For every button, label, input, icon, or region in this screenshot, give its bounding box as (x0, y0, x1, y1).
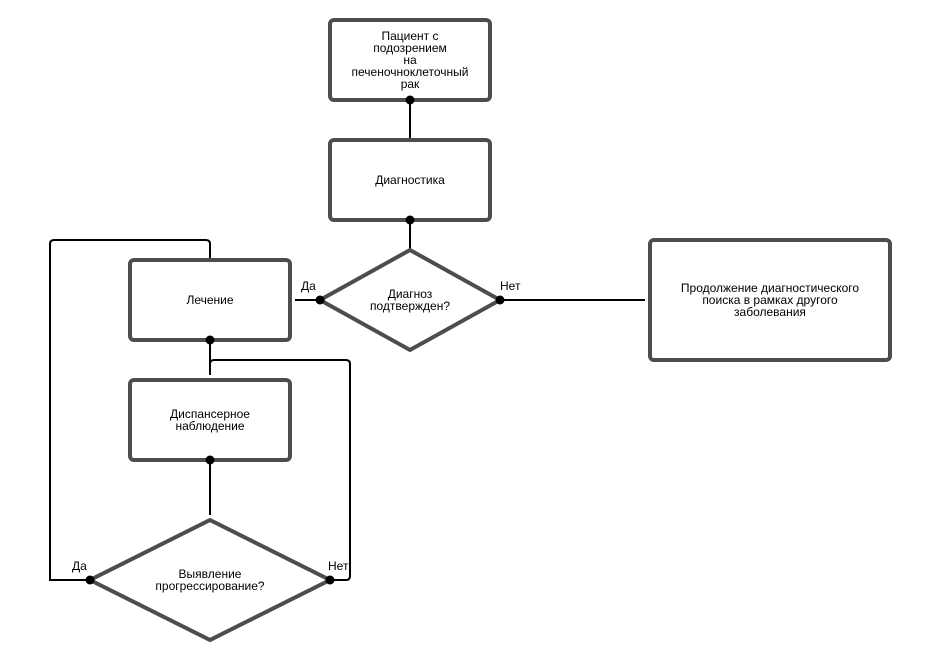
edge-label-progression-yes: Да (72, 559, 87, 573)
node-other-diagnosis (648, 238, 892, 362)
follow-up-label: Диспансерное наблюдение (170, 407, 250, 433)
edge-progression-no-loop (209, 359, 351, 581)
diagnosis-confirmed-label: Диагноз подтвержден? (370, 287, 450, 313)
edge-label-confirmed-no: Нет (500, 279, 521, 293)
connector-dot (205, 455, 215, 465)
connector-dot (405, 95, 415, 105)
diagnostics-label: Диагностика (375, 173, 445, 187)
connector-dot (315, 295, 325, 305)
other-diagnosis-label: Продолжение диагностического поиска в ра… (680, 281, 860, 319)
connector-dot (325, 575, 335, 585)
connector-dot (205, 335, 215, 345)
edge-progression-yes-loop (49, 239, 211, 581)
connector-dot (495, 295, 505, 305)
connector-dot (85, 575, 95, 585)
edge-label-confirmed-yes: Да (301, 279, 316, 293)
node-progression (85, 517, 335, 643)
patient-label: Пациент с подозрением на печеночноклеточ… (351, 29, 469, 91)
node-diagnosis-confirmed (315, 247, 505, 353)
progression-label: Выявление прогрессирование? (155, 567, 265, 593)
edge-label-progression-no: Нет (328, 559, 349, 573)
connector-dot (405, 215, 415, 225)
treatment-label: Лечение (186, 293, 234, 307)
